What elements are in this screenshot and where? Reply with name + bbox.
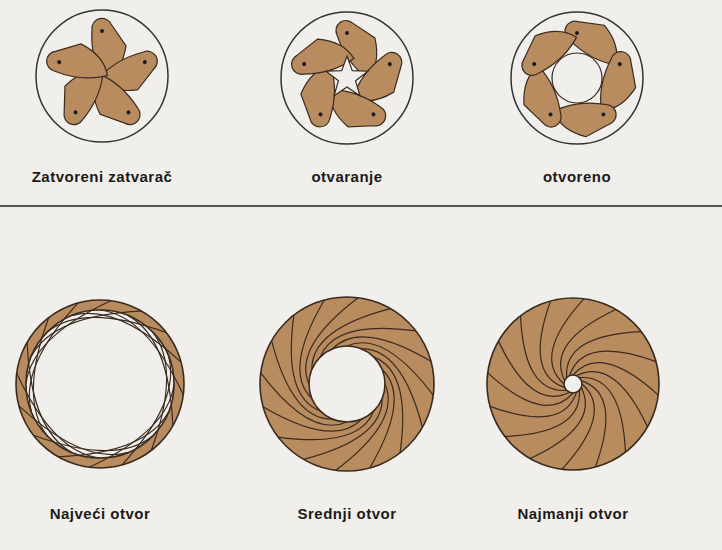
iris-diaphragm bbox=[16, 300, 184, 468]
caption-label: otvaranje bbox=[311, 168, 382, 185]
caption-label: Najveći otvor bbox=[50, 505, 151, 522]
leaf-shutter bbox=[36, 10, 168, 142]
caption-label: otvoreno bbox=[543, 168, 611, 185]
iris-diaphragm bbox=[260, 297, 434, 471]
divider-line bbox=[0, 205, 722, 207]
iris-diaphragm bbox=[487, 298, 659, 470]
leaf-shutter bbox=[511, 7, 647, 144]
caption-label: Najmanji otvor bbox=[517, 505, 628, 522]
caption-label: Srednji otvor bbox=[297, 505, 396, 522]
leaf-shutter bbox=[281, 12, 415, 144]
caption-label: Zatvoreni zatvarač bbox=[32, 168, 173, 185]
